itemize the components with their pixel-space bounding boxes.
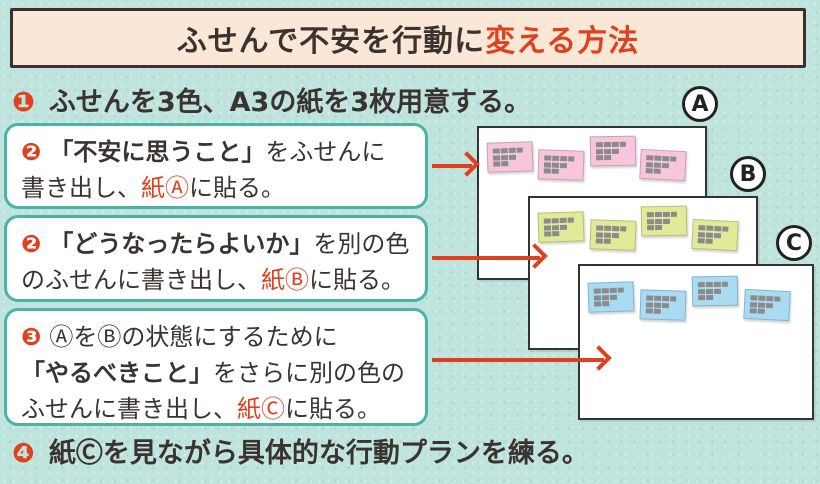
step-1: ❶ ふせんを3色、A3の紙を3枚用意する。 [12, 80, 531, 119]
step-3-text-c: に貼る。 [309, 266, 405, 294]
sticky-note-icon [537, 211, 585, 243]
step-2-number: ❷ [21, 138, 42, 166]
step-2-text-a: をふせんに [265, 138, 386, 166]
step-1-text: ふせんを3色、A3の紙を3枚用意する。 [48, 87, 532, 118]
step-4-paper-ref: 紙Ⓒ [237, 395, 285, 423]
step-1-number: ❶ [12, 87, 35, 118]
sticky-note-icon [589, 219, 637, 251]
title-accent: 変える方法 [485, 24, 640, 59]
title-main: ふせんで不安を行動に [176, 24, 486, 59]
sticky-note-icon [691, 275, 739, 307]
step-3-quote: 「どうなったらよいか」 [49, 230, 314, 258]
sticky-note-icon [639, 289, 687, 321]
sticky-note-icon [743, 288, 791, 322]
step-4-quote: 「やるべきこと」 [21, 359, 213, 387]
step-2-box: ❷「不安に思うこと」をふせんに 書き出し、紙Ⓐに貼る。 [4, 123, 428, 209]
step-3-text-a: を別の色 [313, 230, 410, 258]
step-3-box: ❷「どうなったらよいか」を別の色 のふせんに書き出し、紙Ⓑに貼る。 [4, 215, 428, 302]
step-3-number: ❷ [21, 230, 42, 258]
right-arrow-icon [432, 358, 604, 362]
step-5-text: 紙Ⓒを見ながら具体的な行動プランを練る。 [48, 438, 589, 469]
sticky-note-icon [537, 149, 585, 181]
page-title: ふせんで不安を行動に変える方法 [10, 8, 806, 68]
step-2-paper-ref: 紙Ⓐ [141, 174, 189, 202]
step-3-paper-ref: 紙Ⓑ [261, 266, 309, 294]
step-4-number: ❸ [21, 323, 42, 351]
step-4-text-a: ⒶをⒷの状態にするために [49, 323, 338, 351]
paper-a-label: A [682, 86, 718, 122]
step-4-text-d: に貼る。 [285, 395, 381, 423]
step-5-number: ❹ [12, 438, 35, 469]
sticky-note-icon [587, 281, 635, 313]
step-2-quote: 「不安に思うこと」 [49, 138, 266, 166]
right-arrow-icon [432, 256, 540, 260]
step-3-text-b: のふせんに書き出し、 [21, 266, 261, 294]
sticky-note-icon [691, 218, 739, 252]
step-4-text-c: ふせんに書き出し、 [21, 395, 237, 423]
sticky-note-icon [486, 141, 534, 173]
sticky-note-icon [640, 205, 688, 237]
paper-c-label: C [776, 225, 812, 261]
right-arrow-icon [432, 164, 472, 168]
step-4-text-b: をさらに別の色の [213, 359, 405, 387]
step-5: ❹ 紙Ⓒを見ながら具体的な行動プランを練る。 [12, 431, 589, 470]
sticky-note-icon [589, 135, 637, 167]
step-2-text-c: に貼る。 [189, 174, 285, 202]
paper-b-label: B [730, 156, 766, 192]
sticky-note-icon [639, 148, 687, 182]
step-2-text-b: 書き出し、 [21, 174, 141, 202]
